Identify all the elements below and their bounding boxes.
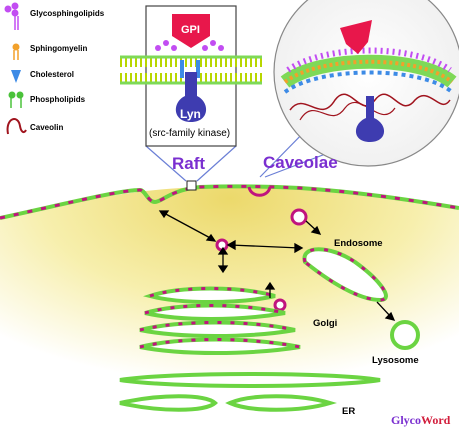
er-label: ER <box>342 406 356 417</box>
caveolae-inset <box>273 0 459 167</box>
legend-caveolin-label: Caveolin <box>30 123 64 132</box>
gpi-label: GPI <box>181 24 200 36</box>
legend-glycosphingolipids-label: Glycosphingolipids <box>30 9 105 18</box>
vesicle-golgi <box>273 298 287 312</box>
caveolae-lyn <box>355 96 385 142</box>
brand-part2: Word <box>421 413 451 427</box>
raft-label: Raft <box>172 154 206 173</box>
brand-part1: Glyco <box>391 413 421 427</box>
lysosome <box>390 320 420 350</box>
cholesterol-icon <box>11 70 21 83</box>
vesicle-near-caveolae <box>290 208 308 226</box>
glycosphingolipid-icon <box>4 2 19 30</box>
legend-phospholipids-label: Phospholipids <box>30 95 86 104</box>
caveolae-bilayer <box>280 47 457 121</box>
legend-sphingomyelin-label: Sphingomyelin <box>30 44 88 53</box>
caveola-pit <box>247 186 272 197</box>
er-sheets <box>119 372 381 412</box>
caveolin-icon <box>6 118 27 135</box>
endosome-label: Endosome <box>334 238 383 249</box>
caveolae-gpi <box>340 20 372 54</box>
lysosome-label: Lysosome <box>372 355 419 366</box>
glycoword-logo: GlycoWord <box>391 413 450 428</box>
golgi-label: Golgi <box>313 318 338 329</box>
plasma-membrane <box>0 184 459 220</box>
kinase-label: (src-family kinase) <box>147 128 233 139</box>
lyn-label: Lyn <box>180 107 201 121</box>
legend-cholesterol-label: Cholesterol <box>30 70 75 79</box>
phospholipid-icon <box>8 91 24 108</box>
lyn-kinase <box>175 72 207 122</box>
caveolae-label: Caveolae <box>263 153 338 172</box>
gpi-anchor <box>172 14 210 48</box>
raft-marker <box>186 180 197 191</box>
sphingomyelin-icon <box>12 43 20 60</box>
